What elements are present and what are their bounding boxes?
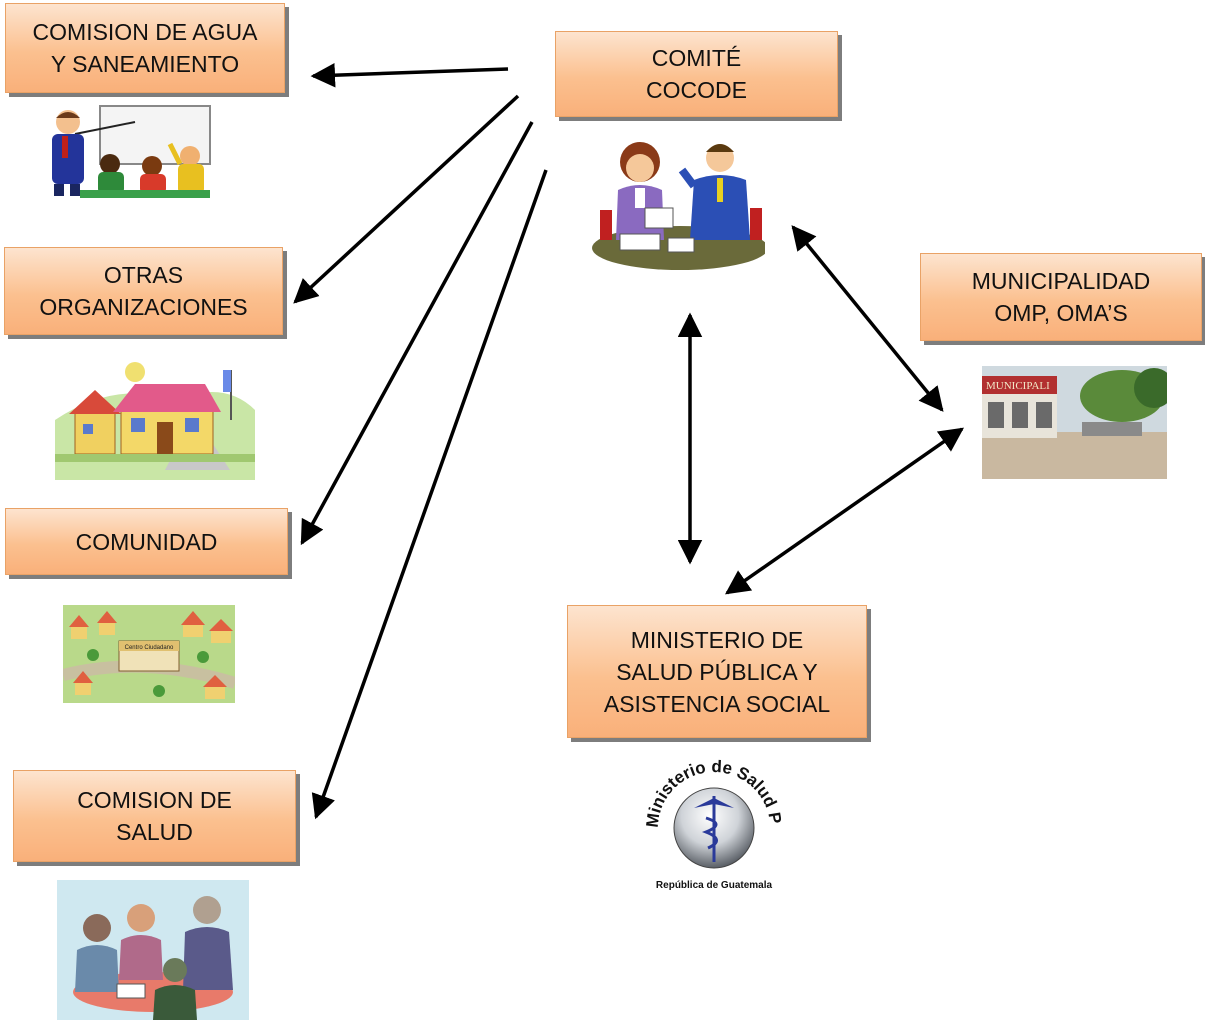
box-municipalidad: MUNICIPALIDAD OMP, OMA’S — [920, 253, 1202, 341]
ministry-logo: Ministerio de Salud Pública República de… — [636, 752, 785, 891]
arrow-cocode-municipalidad — [791, 225, 944, 412]
arrow-cocode-to-otras — [293, 94, 520, 304]
municipality-photo: MUNICIPALI — [982, 366, 1167, 479]
svg-text:Centro Ciudadano: Centro Ciudadano — [125, 645, 174, 651]
svg-text:República de Guatemala: República de Guatemala — [656, 880, 773, 891]
box-comision-salud: COMISION DE SALUD — [13, 770, 296, 862]
svg-text:MUNICIPALI: MUNICIPALI — [986, 380, 1050, 392]
arrow-municipalidad-ministerio — [724, 427, 965, 595]
health-committee-illustration — [57, 880, 249, 1020]
house-illustration — [55, 362, 255, 480]
box-comunidad: COMUNIDAD — [5, 508, 288, 575]
arrow-cocode-to-comunidad — [300, 121, 534, 546]
arrow-cocode-to-agua — [310, 62, 509, 88]
box-otras-organizaciones: OTRAS ORGANIZACIONES — [4, 247, 283, 335]
box-comite-cocode: COMITÉ COCODE — [555, 31, 838, 117]
meeting-illustration — [592, 142, 765, 270]
arrow-cocode-to-salud — [311, 169, 548, 820]
classroom-illustration — [52, 105, 211, 198]
box-comision-agua: COMISION DE AGUA Y SANEAMIENTO — [5, 3, 285, 93]
community-illustration: Centro Ciudadano — [63, 605, 235, 703]
box-ministerio-salud: MINISTERIO DE SALUD PÚBLICA Y ASISTENCIA… — [567, 605, 867, 738]
